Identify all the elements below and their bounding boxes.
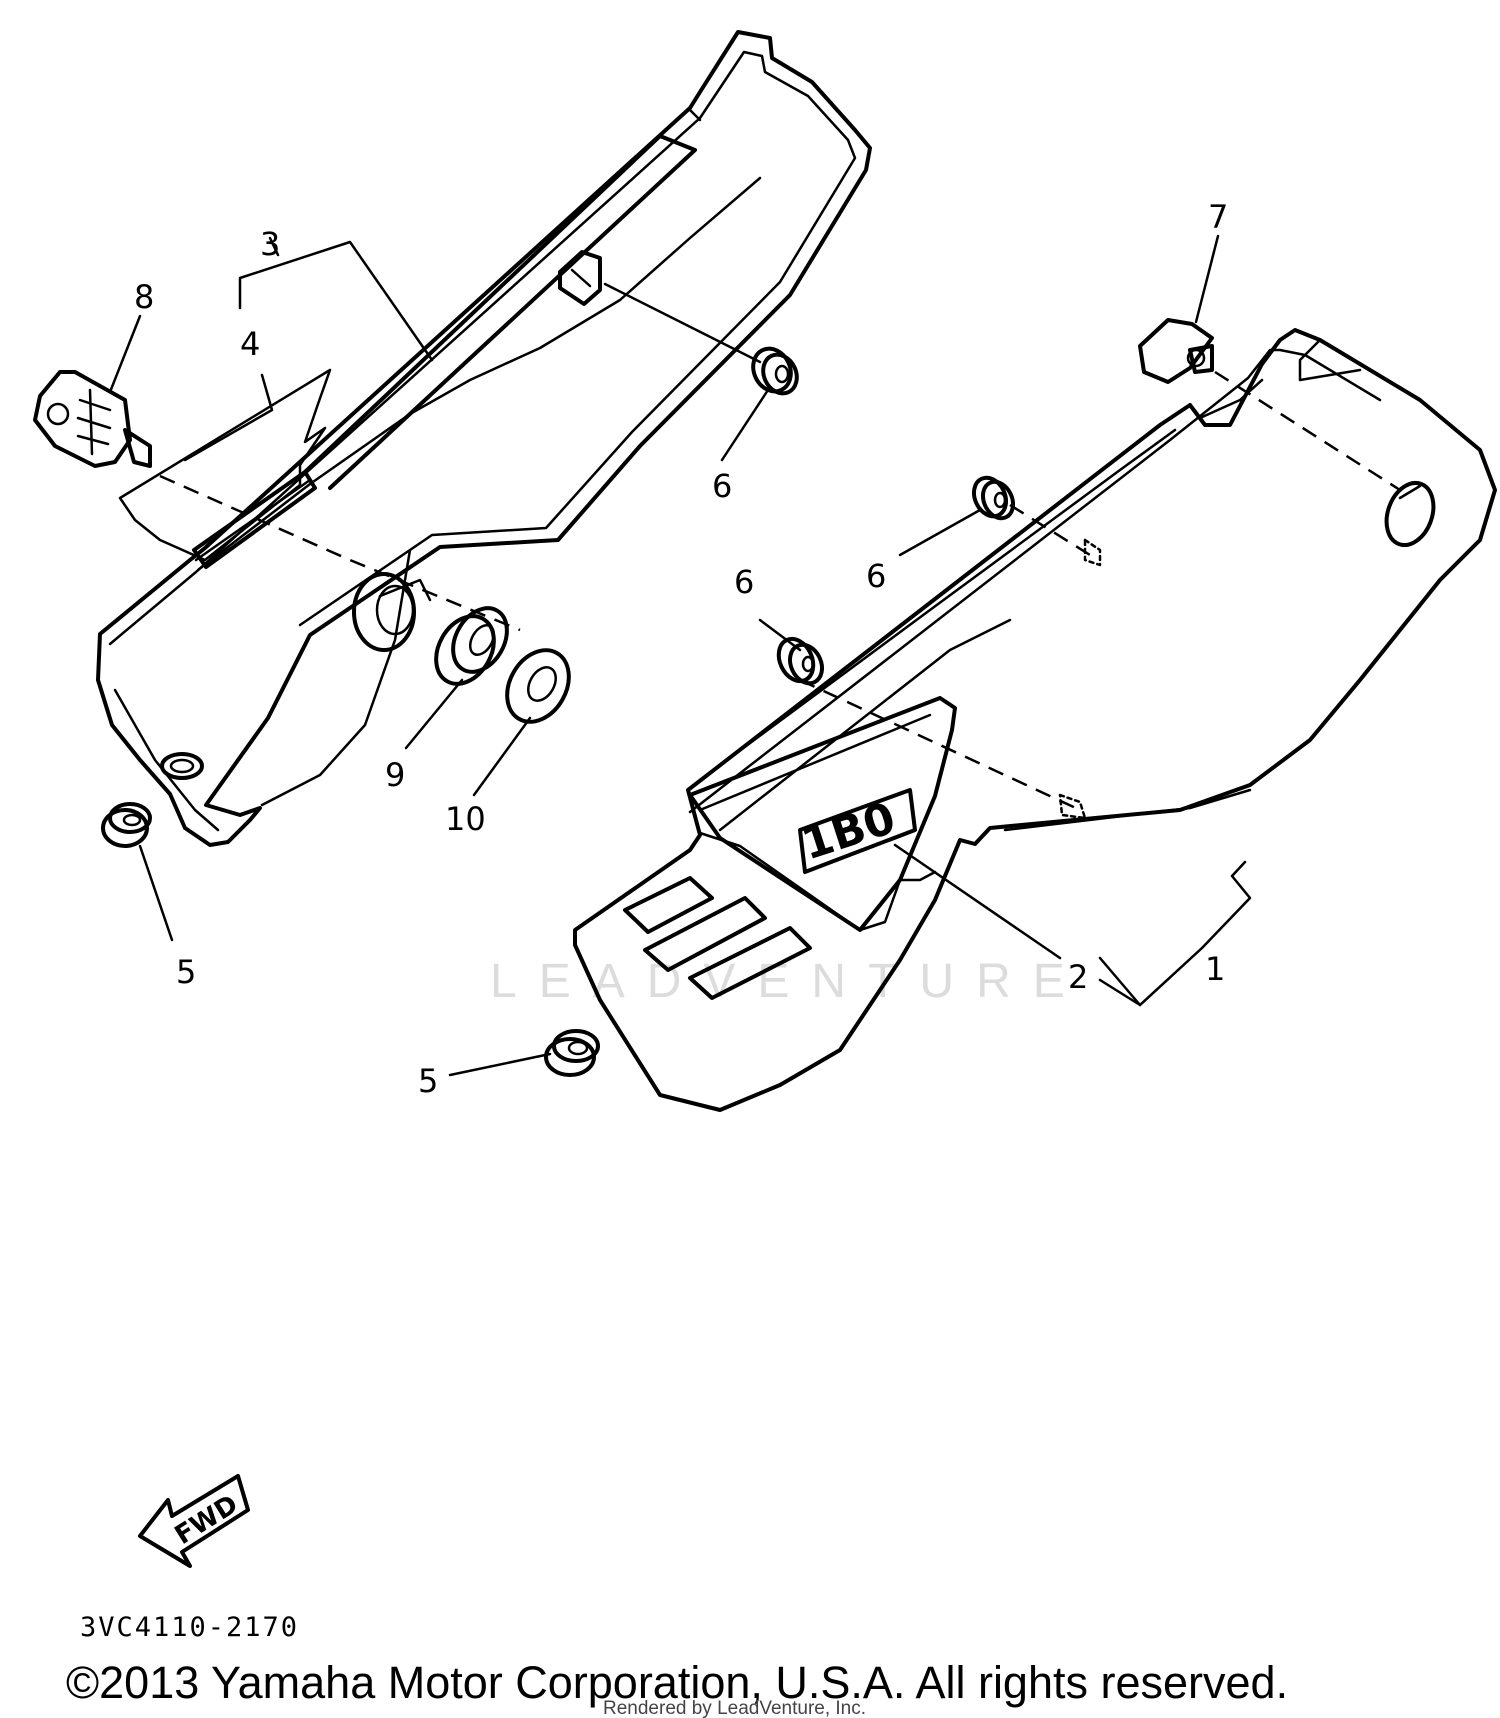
assembly-lines	[159, 370, 1401, 812]
callout-1: 1	[1205, 950, 1225, 988]
washer-10	[505, 648, 571, 724]
damper-block	[1138, 318, 1214, 384]
copyright-text: ©2013 Yamaha Motor Corporation, U.S.A. A…	[66, 1657, 1288, 1708]
right-side-cover	[573, 328, 1497, 1112]
callout-labels: 1 2 3 4 5 5 6 6 6 7 8 9 10	[134, 198, 1228, 1100]
callout-4: 4	[240, 325, 260, 363]
leader-lines	[108, 234, 1252, 1077]
fwd-label: FWD	[170, 1489, 244, 1550]
forward-arrow-icon: FWD	[138, 1474, 250, 1568]
callout-7: 7	[1208, 198, 1228, 236]
left-cover-decal	[118, 368, 332, 562]
grommet-6-top	[751, 346, 799, 396]
grommet-6-right	[971, 475, 1016, 521]
callout-6-mid: 6	[734, 563, 754, 601]
callout-2: 2	[1068, 958, 1088, 996]
watermark: LEADVENTURE	[490, 955, 1087, 1008]
diagram-code: 3VC4110-2170	[80, 1612, 299, 1643]
grommet-9	[434, 606, 509, 686]
callout-6-right: 6	[866, 557, 886, 595]
rendered-by-text: Rendered by LeadVenture, Inc.	[603, 1698, 866, 1718]
left-side-cover	[96, 30, 872, 847]
callout-9: 9	[385, 756, 405, 794]
grommet-5-left	[101, 802, 152, 848]
callout-5-right: 5	[418, 1062, 438, 1100]
side-cover-lock	[33, 370, 152, 468]
grommet-5-right	[544, 1029, 600, 1077]
emblem-text: 1B0	[796, 793, 902, 871]
callout-5-left: 5	[176, 953, 196, 991]
callout-8: 8	[134, 278, 154, 316]
callout-10: 10	[445, 800, 486, 838]
callout-3: 3	[260, 225, 280, 263]
callout-6-top: 6	[712, 467, 732, 505]
cover-emblem: 1B0	[796, 788, 917, 874]
